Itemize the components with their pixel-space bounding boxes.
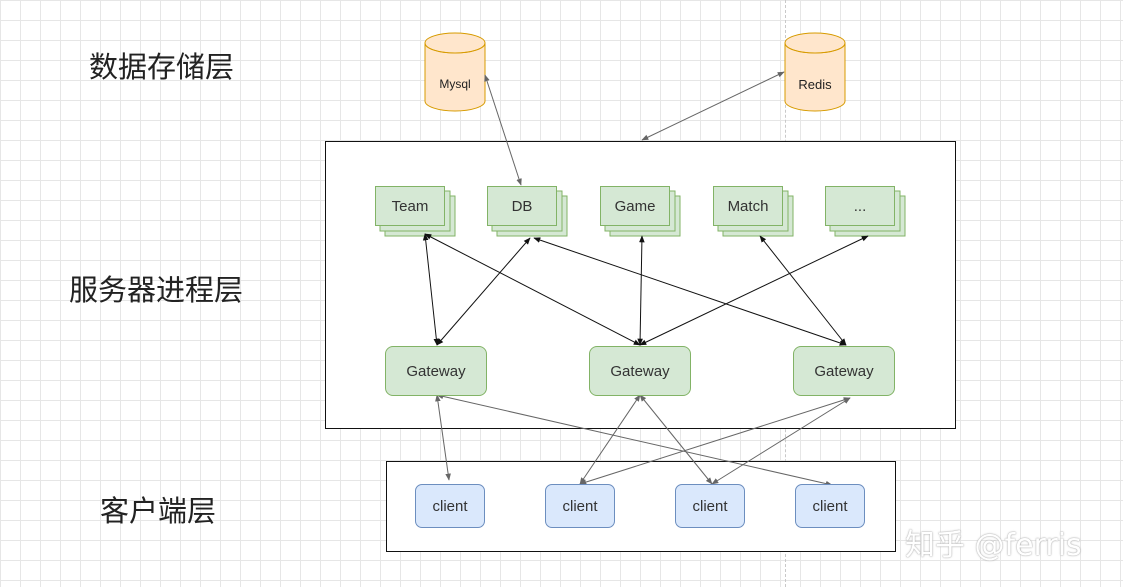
service-match: Match	[713, 186, 783, 226]
mysql-cylinder	[424, 32, 486, 112]
mysql-label: Mysql	[439, 77, 471, 91]
service-more: ...	[825, 186, 895, 226]
link-dots-gw2	[639, 235, 869, 346]
redis-label: Redis	[798, 77, 832, 92]
link-gw3-client2	[579, 397, 851, 485]
gateway-3: Gateway	[793, 346, 895, 396]
client-layer-label: 客户端层	[100, 494, 217, 528]
link-match-gw3	[759, 235, 847, 346]
link-game-gw2	[637, 235, 645, 346]
link-gw1-client1	[435, 394, 451, 481]
redis-cylinder	[784, 32, 846, 112]
link-team-gw2	[424, 233, 641, 346]
gateway-1: Gateway	[385, 346, 487, 396]
server-layer-label: 服务器进程层	[69, 273, 244, 307]
service-db: DB	[487, 186, 557, 226]
link-gw2-client3	[639, 394, 713, 485]
client-4: client	[795, 484, 865, 528]
client-1: client	[415, 484, 485, 528]
link-frame-redis	[641, 71, 785, 141]
storage-layer-label: 数据存储层	[89, 50, 235, 84]
gateway-2: Gateway	[589, 346, 691, 396]
link-team-gw1	[422, 233, 440, 346]
client-3: client	[675, 484, 745, 528]
link-gw3-client3	[711, 397, 851, 485]
link-db-gw3	[533, 237, 847, 346]
service-team: Team	[375, 186, 445, 226]
link-db-gw1	[436, 237, 531, 346]
watermark: 知乎 @ferris	[905, 528, 1082, 563]
link-gw1-client4	[436, 393, 833, 487]
service-game: Game	[600, 186, 670, 226]
link-db-mysql	[484, 74, 522, 186]
client-2: client	[545, 484, 615, 528]
